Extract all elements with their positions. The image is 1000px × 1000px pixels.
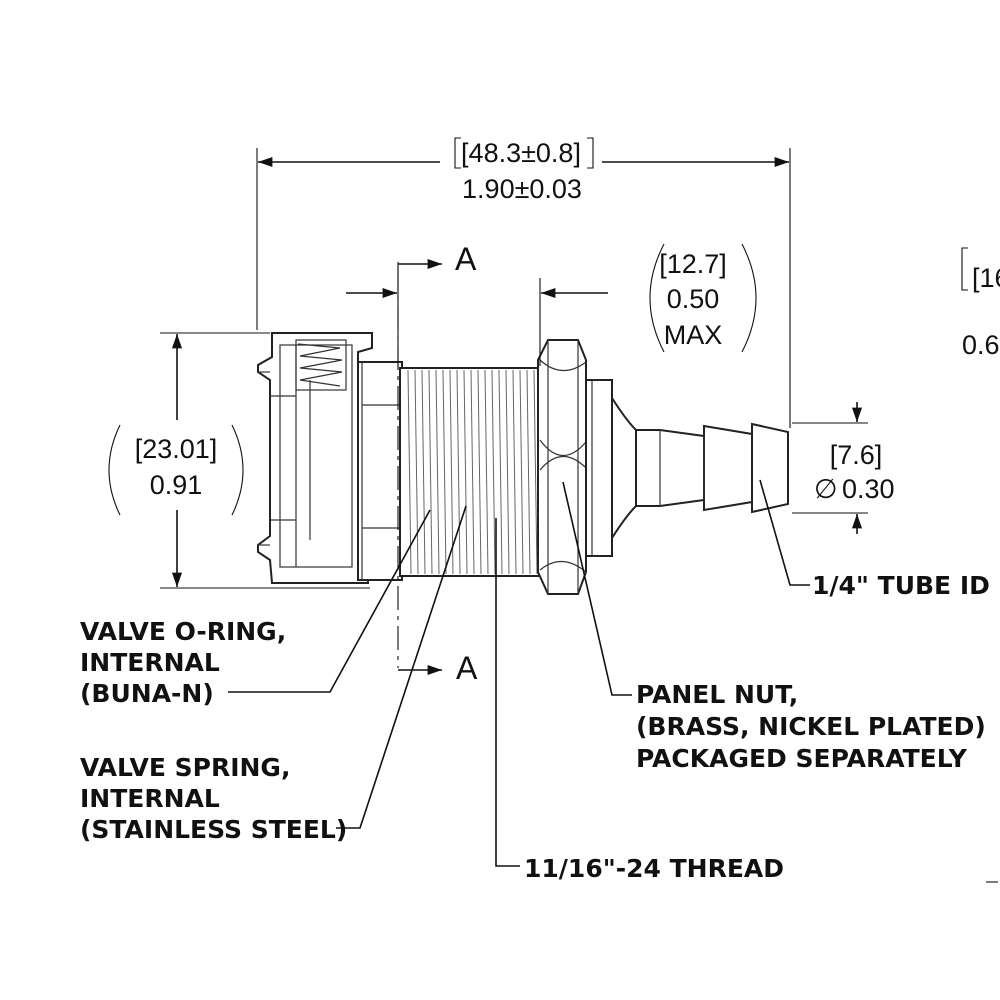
panel-thickness-metric: [12.7] (659, 249, 727, 279)
thread-line (477, 369, 482, 575)
thread-line (414, 369, 419, 575)
valve-spring-line-3: (STAINLESS STEEL) (80, 815, 347, 844)
overall-length-metric: [48.3±0.8] (461, 138, 581, 168)
tube-id-label: 1/4" TUBE ID (812, 571, 990, 600)
washer-and-barb (585, 379, 789, 557)
diameter-symbol: ∅ (814, 474, 838, 504)
thread-line (456, 369, 461, 575)
thread-label: 11/16"-24 THREAD (524, 854, 784, 883)
thread-line (505, 369, 510, 575)
barb-diameter-metric: [7.6] (830, 440, 883, 470)
thread-line (449, 369, 454, 575)
body-diameter-metric: [23.01] (135, 434, 218, 464)
thread-line (484, 369, 489, 575)
valve-spring-line-2: INTERNAL (80, 784, 220, 813)
cut-off-metric: [16 (972, 263, 1000, 293)
thread-line (463, 369, 468, 575)
panel-nut-callout: PANEL NUT, (BRASS, NICKEL PLATED) PACKAG… (562, 481, 986, 773)
thread-line (428, 369, 433, 575)
latch-spring (295, 339, 347, 391)
panel-thickness-imperial: 0.50 (667, 284, 720, 314)
tube-id-callout: 1/4" TUBE ID (759, 479, 990, 600)
thread-line (435, 369, 440, 575)
body-diameter-dimension: [23.01] 0.91 (108, 332, 370, 589)
panel-nut-line-1: PANEL NUT, (636, 680, 798, 709)
thread-line (407, 369, 412, 575)
cut-off-dimension: [16 0.6 (961, 247, 1000, 883)
thread-line (512, 369, 517, 575)
panel-nut-line-3: PACKAGED SEPARATELY (636, 744, 968, 773)
thread-line (498, 369, 503, 575)
thread-line (470, 369, 475, 575)
cut-off-imperial: 0.6 (962, 330, 1000, 360)
valve-oring-line-2: INTERNAL (80, 648, 220, 677)
collar (357, 361, 403, 581)
panel-nut-line-2: (BRASS, NICKEL PLATED) (636, 712, 986, 741)
panel-thickness-dimension: [12.7] 0.50 MAX (346, 243, 757, 370)
panel-nut (537, 339, 587, 595)
thread-line (442, 369, 447, 575)
threaded-shank (399, 367, 541, 577)
overall-length-imperial: 1.90±0.03 (462, 174, 582, 204)
overall-length-dimension: [48.3±0.8] 1.90±0.03 (256, 137, 791, 428)
panel-thickness-note: MAX (664, 320, 723, 350)
body-diameter-imperial: 0.91 (150, 470, 203, 500)
section-label-bottom: A (456, 650, 478, 686)
coupling-body (257, 332, 373, 584)
thread-line (533, 369, 538, 575)
valve-spring-callout: VALVE SPRING, INTERNAL (STAINLESS STEEL) (80, 505, 467, 844)
valve-oring-callout: VALVE O-RING, INTERNAL (BUNA-N) (80, 509, 431, 708)
section-line-a: A A (397, 241, 478, 686)
thread-lines (407, 369, 538, 575)
valve-oring-line-3: (BUNA-N) (80, 679, 214, 708)
thread-line (526, 369, 531, 575)
valve-spring-line-1: VALVE SPRING, (80, 753, 290, 782)
thread-line (519, 369, 524, 575)
thread-line (491, 369, 496, 575)
valve-oring-line-1: VALVE O-RING, (80, 617, 286, 646)
section-label-top: A (455, 241, 477, 277)
barb-diameter-imperial: 0.30 (842, 474, 895, 504)
thread-line (421, 369, 426, 575)
thread-callout: 11/16"-24 THREAD (495, 518, 784, 883)
barb-diameter-dimension: [7.6] ∅ 0.30 (792, 402, 895, 534)
